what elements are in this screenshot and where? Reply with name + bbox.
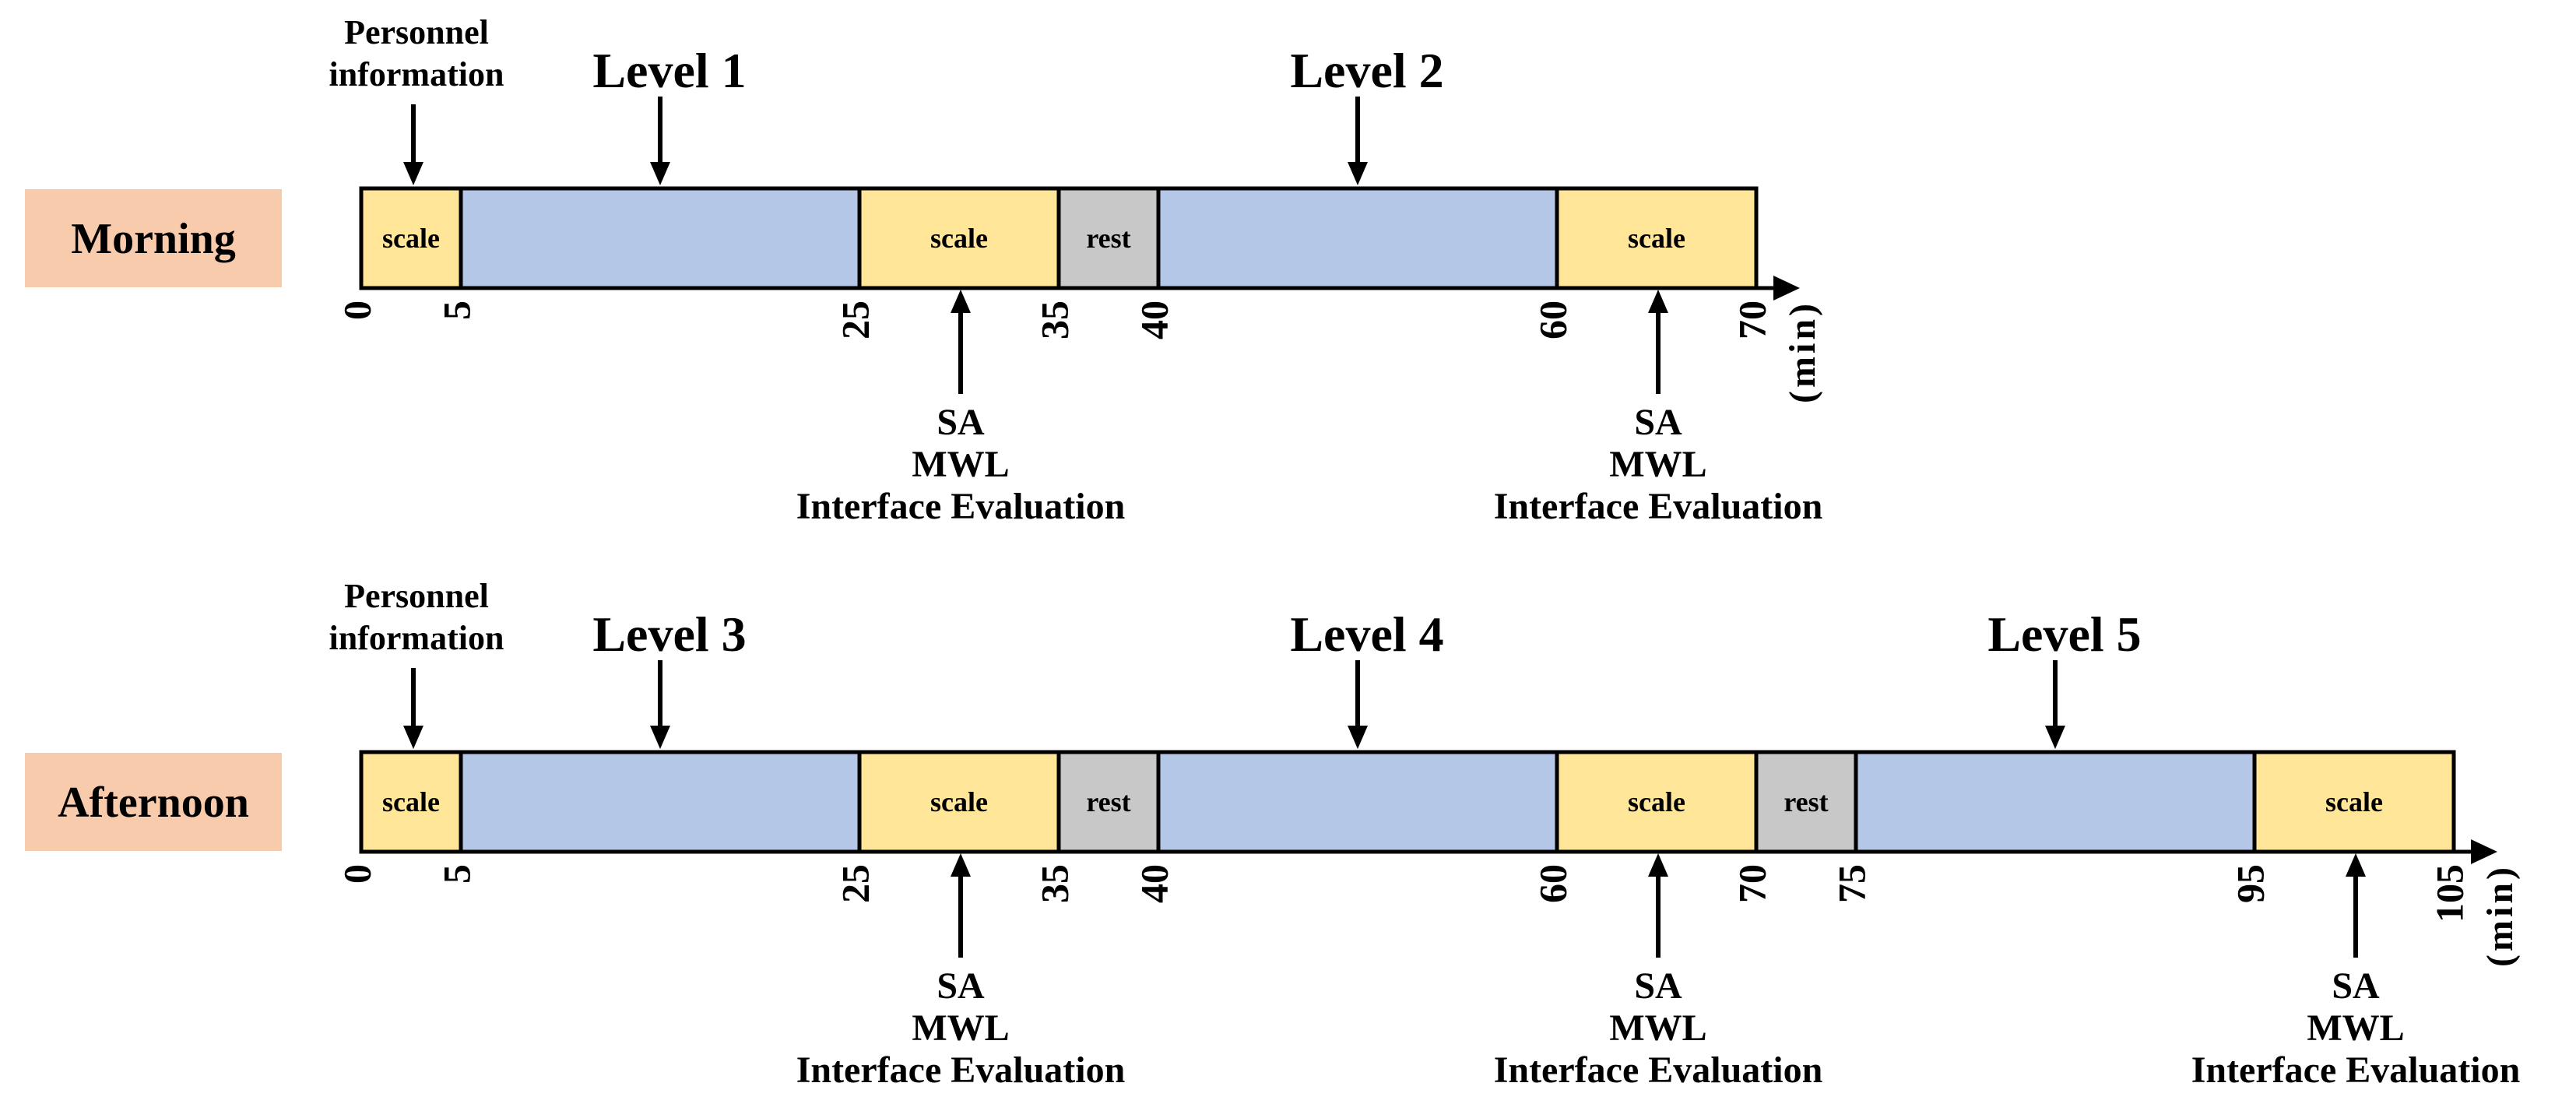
tick-label: 70	[1731, 301, 1774, 339]
tick-label: 75	[1830, 864, 1874, 903]
segment-label-scale: scale	[1628, 223, 1685, 254]
level-label: Level 4	[1290, 606, 1443, 662]
tick-label: 40	[1133, 301, 1176, 339]
time-axis-arrowhead	[1773, 276, 1800, 301]
measure-label: Interface Evaluation	[2191, 1049, 2521, 1091]
tick-label: 0	[336, 301, 379, 320]
time-unit-label: (min)	[2479, 864, 2521, 967]
segment-scale	[359, 750, 463, 854]
measure-arrow-head	[1648, 853, 1668, 877]
segment-level	[1156, 186, 1559, 290]
timeline-afternoon: Afternoon scale scale rest scale rest scale 0 5 2…	[25, 577, 2521, 1091]
level-arrow-head	[2045, 726, 2065, 749]
measure-label: SA	[1634, 965, 1682, 1007]
segment-label-scale: scale	[1628, 786, 1685, 817]
segment-rest	[1056, 186, 1161, 290]
time-unit-label: (min)	[1782, 301, 1823, 403]
personnel-info-arrow-head	[403, 162, 423, 185]
personnel-info-arrow-head	[403, 726, 423, 749]
tick-label: 25	[834, 301, 877, 339]
level-arrow-head	[650, 162, 670, 185]
segment-label-rest: rest	[1784, 786, 1828, 817]
measure-arrow-head	[1648, 290, 1668, 313]
tick-label: 40	[1133, 864, 1176, 903]
personnel-info-label-line1: Personnel	[344, 577, 489, 615]
level-arrow-head	[650, 726, 670, 749]
measure-label: MWL	[1609, 1007, 1706, 1049]
segment-label-scale: scale	[2325, 786, 2383, 817]
level-label: Level 5	[1987, 606, 2141, 662]
measure-label: SA	[1634, 402, 1682, 443]
personnel-info-label-line2: information	[329, 619, 504, 657]
tick-label: 5	[435, 301, 479, 320]
time-axis-arrowhead	[2471, 839, 2497, 864]
segment-rest	[1754, 750, 1858, 854]
segment-label-rest: rest	[1086, 786, 1130, 817]
segment-label-scale: scale	[930, 223, 988, 254]
segment-scale	[857, 186, 1061, 290]
segment-scale	[359, 186, 463, 290]
segment-level	[459, 750, 862, 854]
session-label: Morning	[71, 215, 236, 263]
level-arrow-head	[1348, 726, 1368, 749]
measure-label: MWL	[2307, 1007, 2404, 1049]
tick-label: 105	[2428, 864, 2472, 923]
measure-label: Interface Evaluation	[1494, 1049, 1823, 1091]
level-label: Level 2	[1290, 43, 1443, 98]
tick-label: 70	[1731, 864, 1774, 903]
measure-label: Interface Evaluation	[1494, 486, 1823, 527]
segment-rest	[1056, 750, 1161, 854]
segment-label-scale: scale	[382, 786, 440, 817]
measure-label: MWL	[912, 444, 1009, 485]
tick-label: 0	[336, 864, 379, 884]
personnel-info-label-line2: information	[329, 55, 504, 93]
measure-label: SA	[2332, 965, 2380, 1007]
tick-label: 35	[1033, 864, 1077, 903]
personnel-info-label-line1: Personnel	[344, 13, 489, 51]
segment-level	[459, 186, 862, 290]
measure-label: Interface Evaluation	[796, 486, 1126, 527]
measure-arrow-head	[951, 853, 971, 877]
segment-scale	[857, 750, 1061, 854]
segment-label-rest: rest	[1086, 223, 1130, 254]
measure-arrow-head	[951, 290, 971, 313]
tick-label: 5	[435, 864, 479, 884]
measure-label: Interface Evaluation	[796, 1049, 1126, 1091]
session-label-box	[25, 189, 282, 287]
measure-label: MWL	[912, 1007, 1009, 1049]
timeline-morning: Morning scale scale rest scale 0 5 25 35 40 60 70(m…	[25, 13, 1823, 527]
segment-scale	[2252, 750, 2456, 854]
tick-label: 95	[2229, 864, 2272, 903]
session-label-box	[25, 753, 282, 851]
level-arrow-head	[1348, 162, 1368, 185]
session-label: Afternoon	[58, 779, 249, 827]
tick-label: 60	[1531, 864, 1575, 903]
tick-label: 25	[834, 864, 877, 903]
measure-label: SA	[937, 965, 985, 1007]
segment-level	[1854, 750, 2257, 854]
segment-scale	[1555, 186, 1759, 290]
segment-level	[1156, 750, 1559, 854]
level-label: Level 3	[592, 606, 746, 662]
tick-label: 35	[1033, 301, 1077, 339]
measure-label: SA	[937, 402, 985, 443]
level-label: Level 1	[592, 43, 746, 98]
measure-label: MWL	[1609, 444, 1706, 485]
segment-label-scale: scale	[930, 786, 988, 817]
measure-arrow-head	[2346, 853, 2366, 877]
segment-label-scale: scale	[382, 223, 440, 254]
tick-label: 60	[1531, 301, 1575, 339]
